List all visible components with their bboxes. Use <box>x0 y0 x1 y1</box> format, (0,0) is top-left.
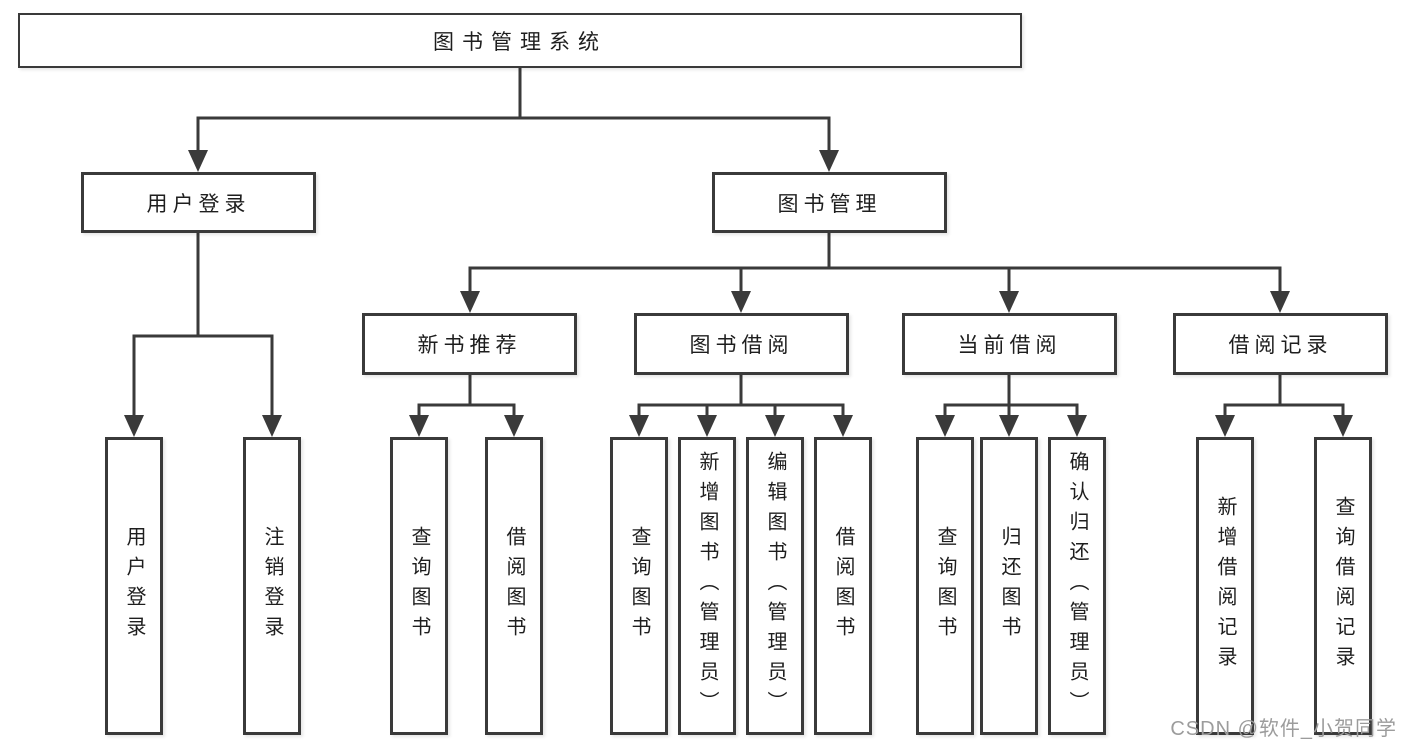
leaf-borrow-books-borrowing: 借阅图书 <box>814 437 872 735</box>
node-label: 新增图书（管理员） <box>696 451 718 721</box>
node-label: 查询图书 <box>934 526 956 646</box>
arrowhead-icon <box>731 291 751 313</box>
arrowhead-icon <box>1215 415 1235 437</box>
arrowhead-icon <box>460 291 480 313</box>
leaf-user-login: 用户登录 <box>105 437 163 735</box>
arrowhead-icon <box>409 415 429 437</box>
arrowhead-icon <box>999 415 1019 437</box>
leaf-borrow-books-recommend: 借阅图书 <box>485 437 543 735</box>
node-borrowing-records: 借阅记录 <box>1173 313 1388 375</box>
node-label: 图书管理系统 <box>433 30 607 54</box>
leaf-confirm-return-admin: 确认归还（管理员） <box>1048 437 1106 735</box>
arrowhead-icon <box>819 150 839 172</box>
node-label: 用户登录 <box>146 192 251 216</box>
node-new-book-recommendation: 新书推荐 <box>362 313 577 375</box>
node-label: 用户登录 <box>123 526 145 646</box>
node-label: 归还图书 <box>998 526 1020 646</box>
arrowhead-icon <box>999 291 1019 313</box>
node-label: 查询图书 <box>628 526 650 646</box>
node-label: 图书借阅 <box>689 334 794 357</box>
arrowhead-icon <box>1333 415 1353 437</box>
arrowhead-icon <box>262 415 282 437</box>
node-label: 查询借阅记录 <box>1332 496 1354 676</box>
node-label: 查询图书 <box>408 526 430 646</box>
arrowhead-icon <box>1270 291 1290 313</box>
node-label: 编辑图书（管理员） <box>764 451 786 721</box>
node-label: 当前借阅 <box>957 334 1062 357</box>
node-book-borrowing: 图书借阅 <box>634 313 849 375</box>
leaf-add-books-admin: 新增图书（管理员） <box>678 437 736 735</box>
node-label: 借阅图书 <box>832 526 854 646</box>
arrowhead-icon <box>935 415 955 437</box>
arrowhead-icon <box>124 415 144 437</box>
node-label: 确认归还（管理员） <box>1066 451 1088 721</box>
leaf-query-books-borrowing: 查询图书 <box>610 437 668 735</box>
node-label: 新增借阅记录 <box>1214 496 1236 676</box>
arrowhead-icon <box>1067 415 1087 437</box>
arrowhead-icon <box>188 150 208 172</box>
leaf-add-borrow-record: 新增借阅记录 <box>1196 437 1254 735</box>
leaf-edit-books-admin: 编辑图书（管理员） <box>746 437 804 735</box>
arrowhead-icon <box>833 415 853 437</box>
node-book-management: 图书管理 <box>712 172 947 233</box>
node-label: 借阅图书 <box>503 526 525 646</box>
leaf-query-books-current: 查询图书 <box>916 437 974 735</box>
node-current-borrowing: 当前借阅 <box>902 313 1117 375</box>
arrowhead-icon <box>629 415 649 437</box>
node-label: 图书管理 <box>777 192 882 216</box>
leaf-return-books: 归还图书 <box>980 437 1038 735</box>
leaf-query-books-recommend: 查询图书 <box>390 437 448 735</box>
node-label: 注销登录 <box>261 526 283 646</box>
node-user-login: 用户登录 <box>81 172 316 233</box>
arrowhead-icon <box>504 415 524 437</box>
leaf-query-borrow-record: 查询借阅记录 <box>1314 437 1372 735</box>
node-label: 新书推荐 <box>417 334 522 357</box>
arrowhead-icon <box>765 415 785 437</box>
leaf-logout: 注销登录 <box>243 437 301 735</box>
arrowhead-icon <box>697 415 717 437</box>
node-library-management-system: 图书管理系统 <box>18 13 1022 68</box>
node-label: 借阅记录 <box>1228 334 1333 357</box>
csdn-watermark: CSDN @软件_小贺同学 <box>1170 718 1397 740</box>
